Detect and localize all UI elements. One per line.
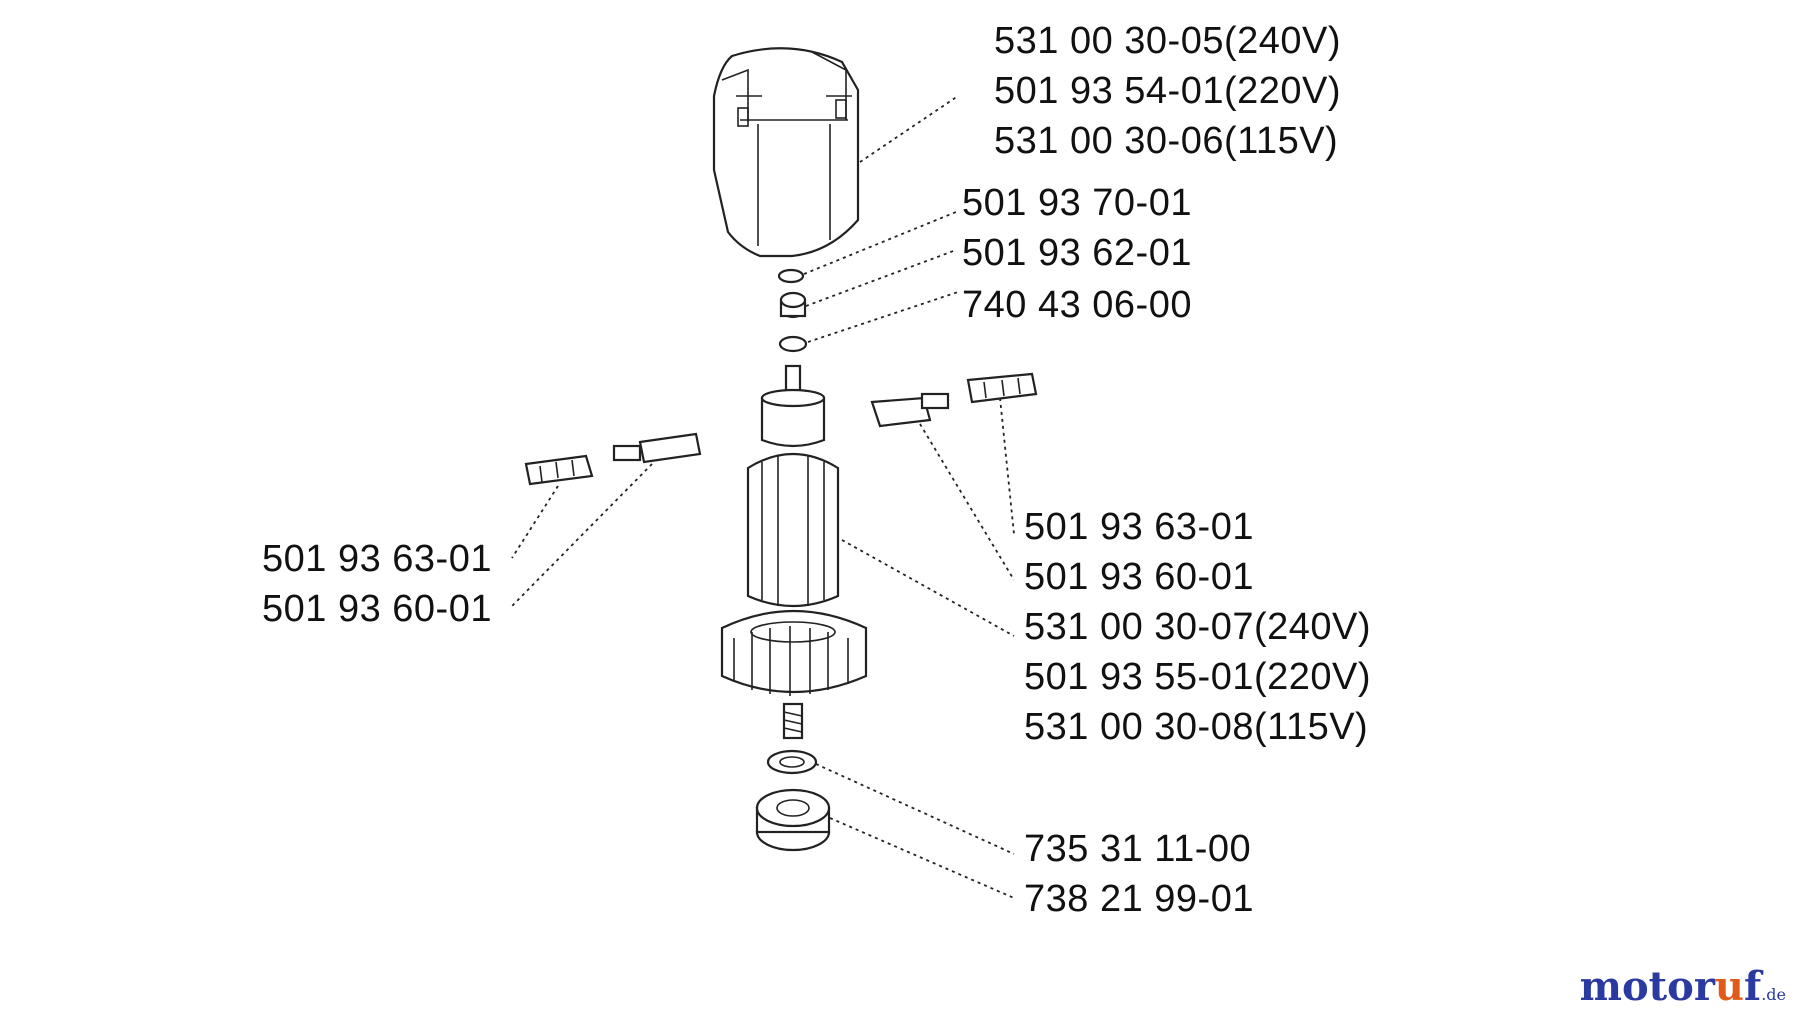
brush-holder-left (612, 432, 702, 464)
label-rotor-240v: 531 00 30-07(240V) (1024, 606, 1372, 648)
logo-text-accent: u (1714, 963, 1744, 1010)
label-brush-holder-left: 501 93 60-01 (262, 588, 492, 630)
label-rotor-220v: 501 93 55-01(220V) (1024, 656, 1372, 698)
leader-lines (511, 95, 1015, 899)
label-washer-upper: 501 93 70-01 (962, 182, 1192, 224)
ring-upper (778, 335, 808, 353)
label-rotor-115v: 531 00 30-08(115V) (1024, 706, 1369, 748)
label-bearing-lower: 738 21 99-01 (1024, 878, 1254, 920)
label-washer-lower: 735 31 11-00 (1024, 828, 1252, 870)
brush-holder-right (870, 392, 950, 428)
label-brush-cap-left: 501 93 63-01 (262, 538, 492, 580)
label-brush-cap-right: 501 93 63-01 (1024, 506, 1254, 548)
logo-text-tld: .de (1761, 985, 1786, 1004)
label-stator-240v: 531 00 30-05(240V) (994, 20, 1342, 62)
logo-text-main: motor (1579, 963, 1715, 1010)
label-ring-upper: 740 43 06-00 (962, 284, 1192, 326)
bearing-upper (779, 291, 807, 319)
logo-text-tail: f (1743, 963, 1762, 1010)
washer-upper (777, 268, 805, 284)
washer-lower (766, 749, 818, 775)
label-stator-115v: 531 00 30-06(115V) (994, 120, 1339, 162)
stator-housing (712, 47, 860, 258)
label-brush-holder-right: 501 93 60-01 (1024, 556, 1254, 598)
watermark-logo: motoruf.de (1580, 963, 1786, 1010)
label-bearing-upper: 501 93 62-01 (962, 232, 1192, 274)
brush-cap-left (524, 454, 594, 486)
brush-cap-right (966, 372, 1038, 404)
label-stator-220v: 501 93 54-01(220V) (994, 70, 1342, 112)
rotor-armature (720, 364, 868, 740)
bearing-lower (755, 788, 831, 852)
